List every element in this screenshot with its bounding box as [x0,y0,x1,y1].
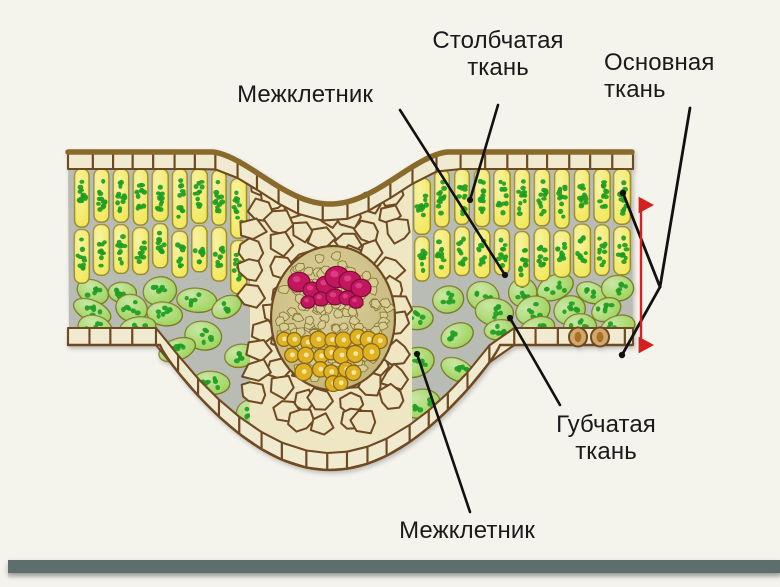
cuticle-layer [65,149,635,472]
leaf-body [65,149,636,472]
stomata-layer [568,326,610,348]
label-ground-tissue: Основная ткань [604,49,715,103]
label-intercellular-space-top: Межклетник [237,81,373,108]
label-intercellular-space-bottom: Межклетник [399,517,535,544]
vascular-bundle [236,167,414,470]
slide-accent-bar-shadow [8,573,780,579]
label-palisade-tissue: Столбчатая ткань [432,27,564,81]
spongy-tissue-layer [72,273,636,430]
slide-accent-bar [8,560,780,573]
label-spongy-tissue: Губчатая ткань [556,411,656,465]
